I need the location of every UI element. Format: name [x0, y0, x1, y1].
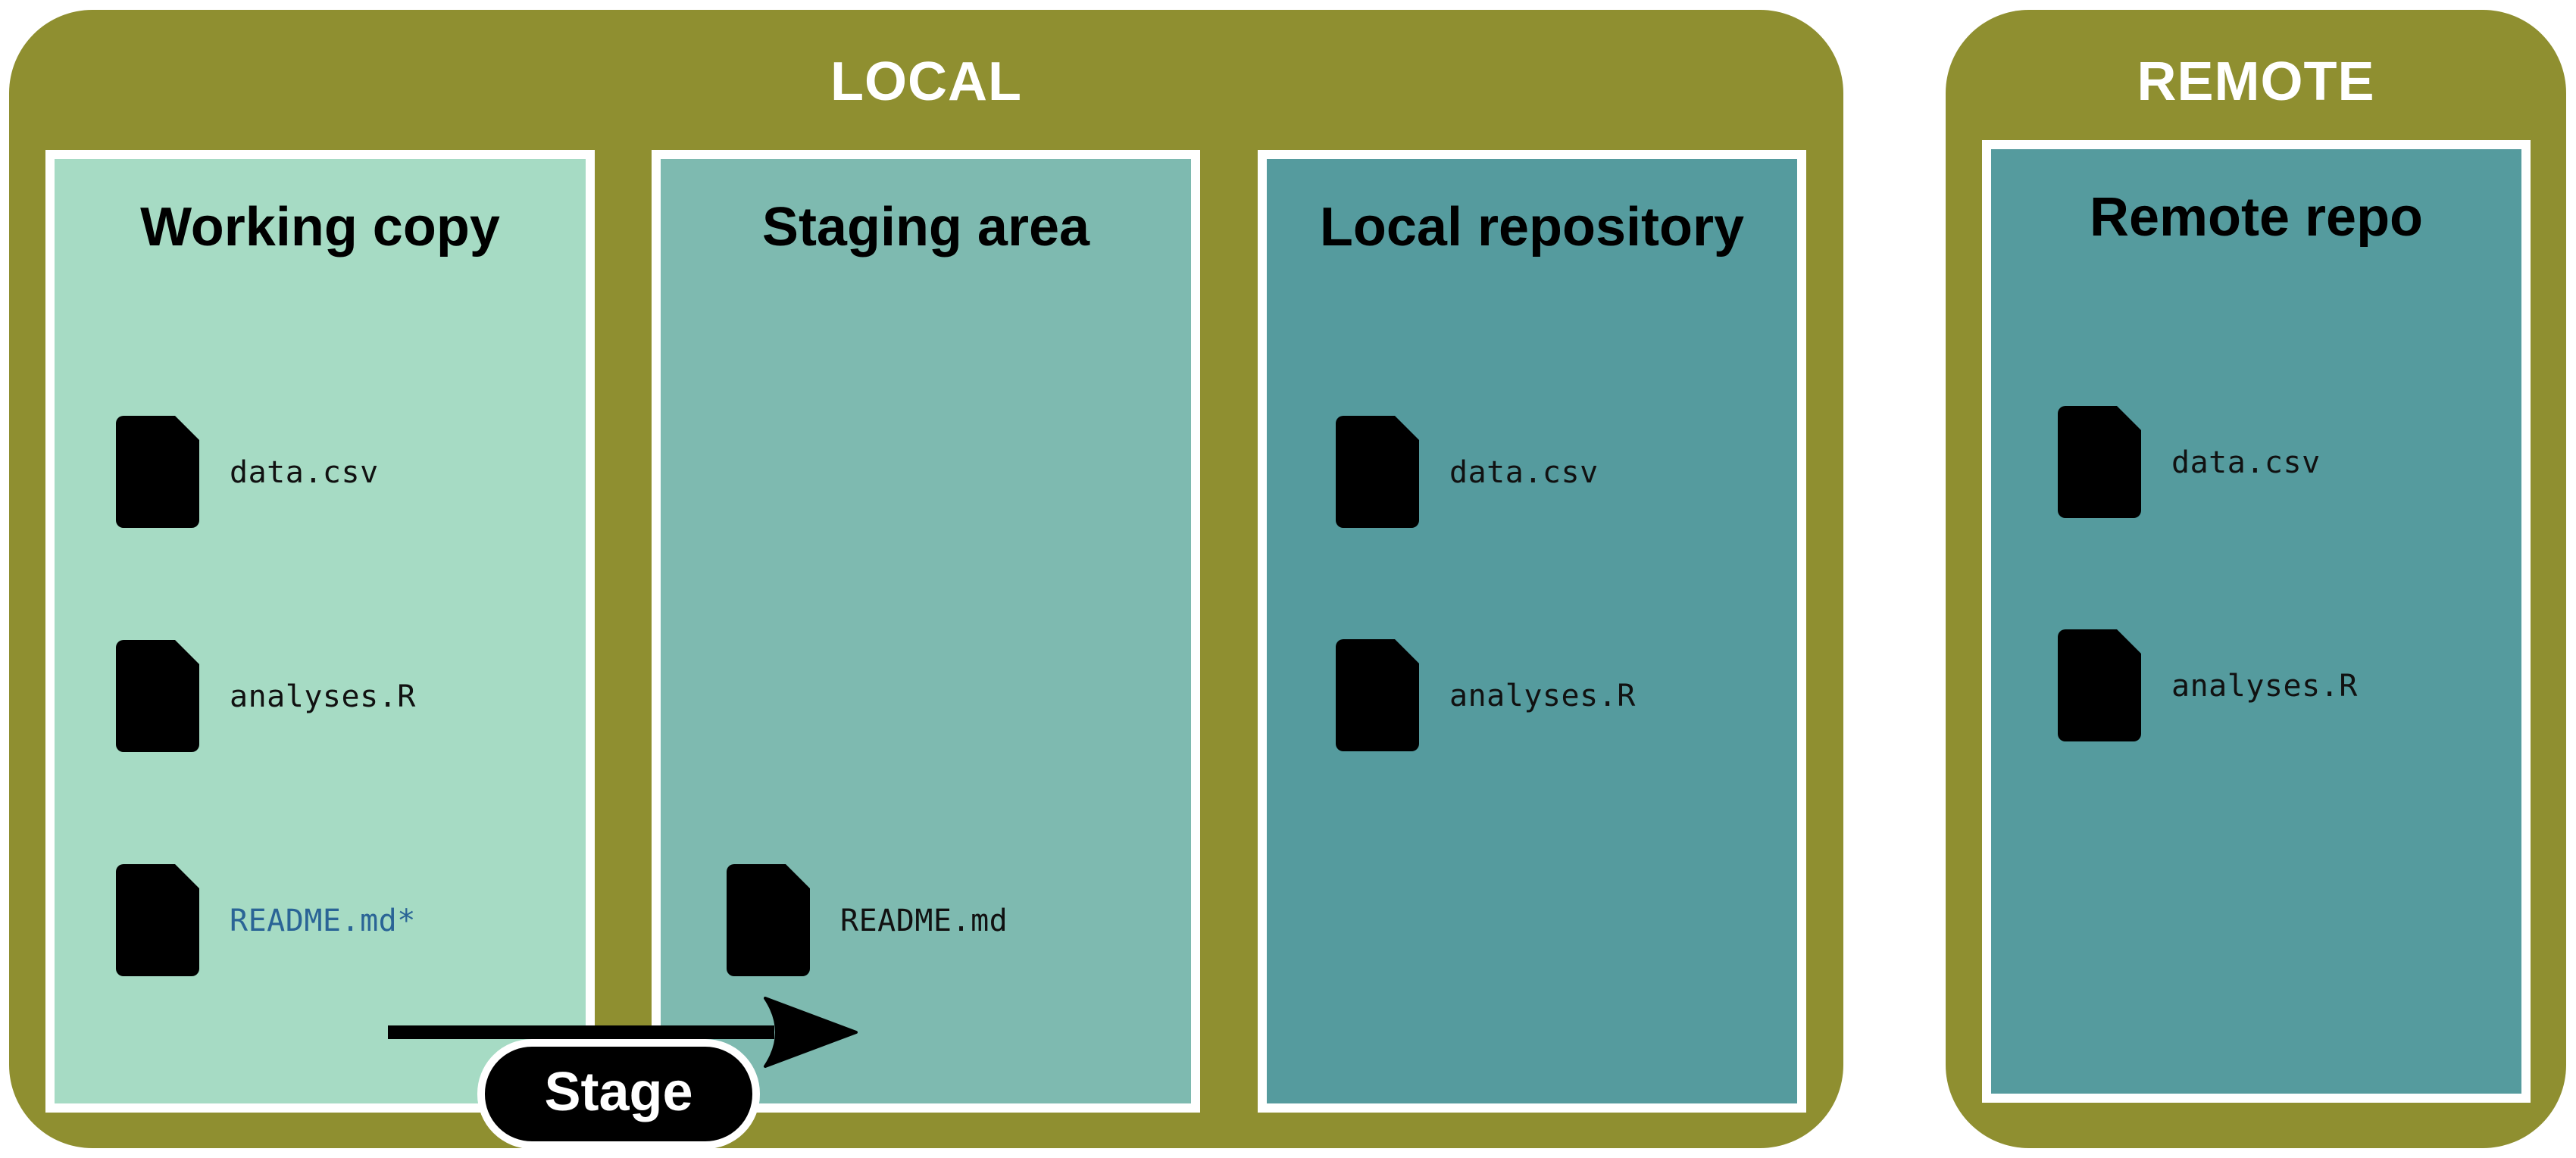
working-copy-panel: Working copy data.csv analyses.R README.… [45, 150, 595, 1113]
file-name: analyses.R [2171, 669, 2358, 704]
file-text-icon [116, 416, 199, 528]
local-zone: LOCAL Working copy data.csv analyses.R R… [9, 10, 1843, 1148]
file-text-icon [1336, 639, 1419, 751]
file-text-icon [1336, 416, 1419, 528]
staging-area-panel: Staging area README.md [652, 150, 1200, 1113]
file-text-icon [2058, 406, 2141, 518]
file-text-icon [116, 864, 199, 976]
local-repository-panel: Local repository data.csv analyses.R [1258, 150, 1806, 1113]
local-repository-title: Local repository [1319, 197, 1745, 258]
stage-button[interactable]: Stage [477, 1039, 760, 1149]
remote-zone-title: REMOTE [2137, 52, 2375, 112]
staging-area-title: Staging area [761, 197, 1090, 258]
local-zone-title: LOCAL [830, 52, 1022, 112]
file-name: README.md [840, 904, 1008, 938]
file-text-icon [727, 864, 810, 976]
file-text-icon [2058, 629, 2141, 741]
file-text-icon [116, 640, 199, 752]
file-name: data.csv [1449, 455, 1599, 490]
file-name: data.csv [2171, 445, 2321, 480]
file-name-modified: README.md* [230, 904, 416, 938]
file-name: analyses.R [1449, 679, 1636, 713]
remote-repo-panel: Remote repo data.csv analyses.R [1982, 140, 2531, 1103]
file-name: data.csv [230, 455, 379, 490]
remote-zone: REMOTE Remote repo data.csv analyses.R [1946, 10, 2566, 1148]
remote-repo-title: Remote repo [2089, 187, 2424, 248]
file-name: analyses.R [230, 679, 416, 714]
working-copy-title: Working copy [140, 197, 500, 258]
